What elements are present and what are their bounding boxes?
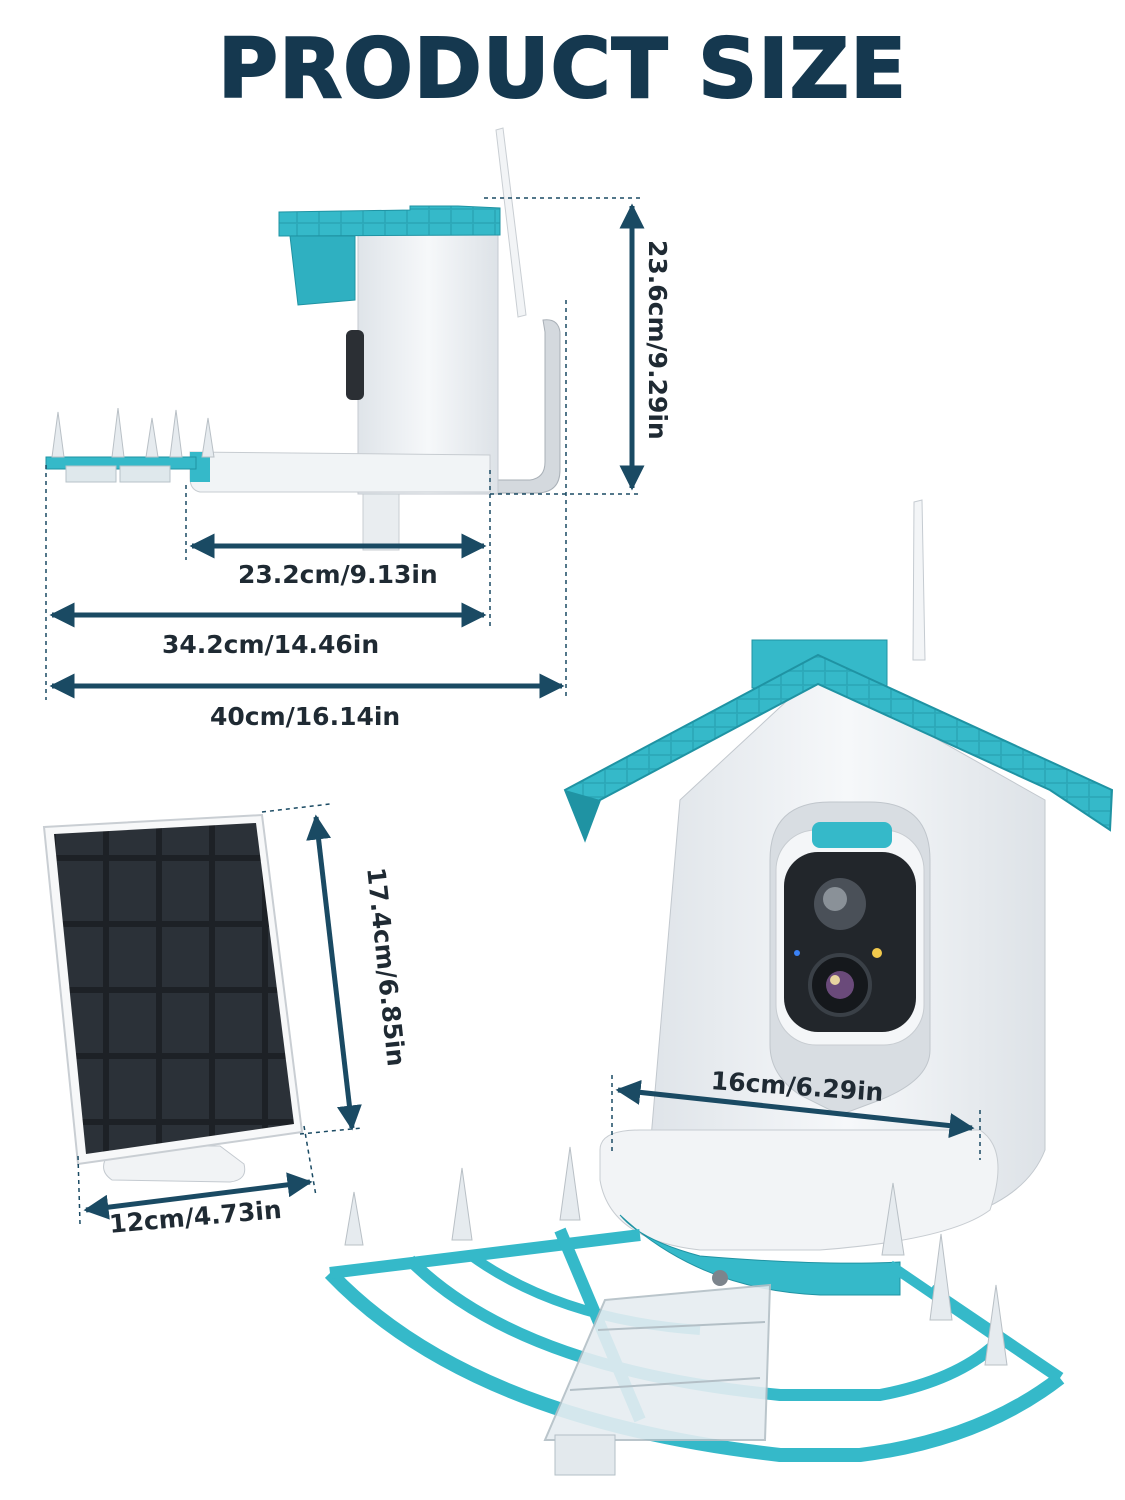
- side-total-width-label: 40cm/16.14in: [210, 702, 401, 731]
- side-view-dimensions: [45, 197, 645, 700]
- front-view-dimensions: [611, 1075, 981, 1160]
- side-inner-width-label: 23.2cm/9.13in: [238, 560, 438, 589]
- side-height-label: 23.6cm/9.29in: [643, 240, 672, 440]
- side-view-feeder: [45, 127, 561, 551]
- side-mid-width-label: 34.2cm/14.46in: [162, 630, 380, 659]
- page-title: PRODUCT SIZE: [217, 21, 908, 118]
- solar-panel: [42, 813, 304, 1183]
- solar-panel-dimensions: [77, 803, 363, 1225]
- front-view-feeder: [324, 499, 1114, 1476]
